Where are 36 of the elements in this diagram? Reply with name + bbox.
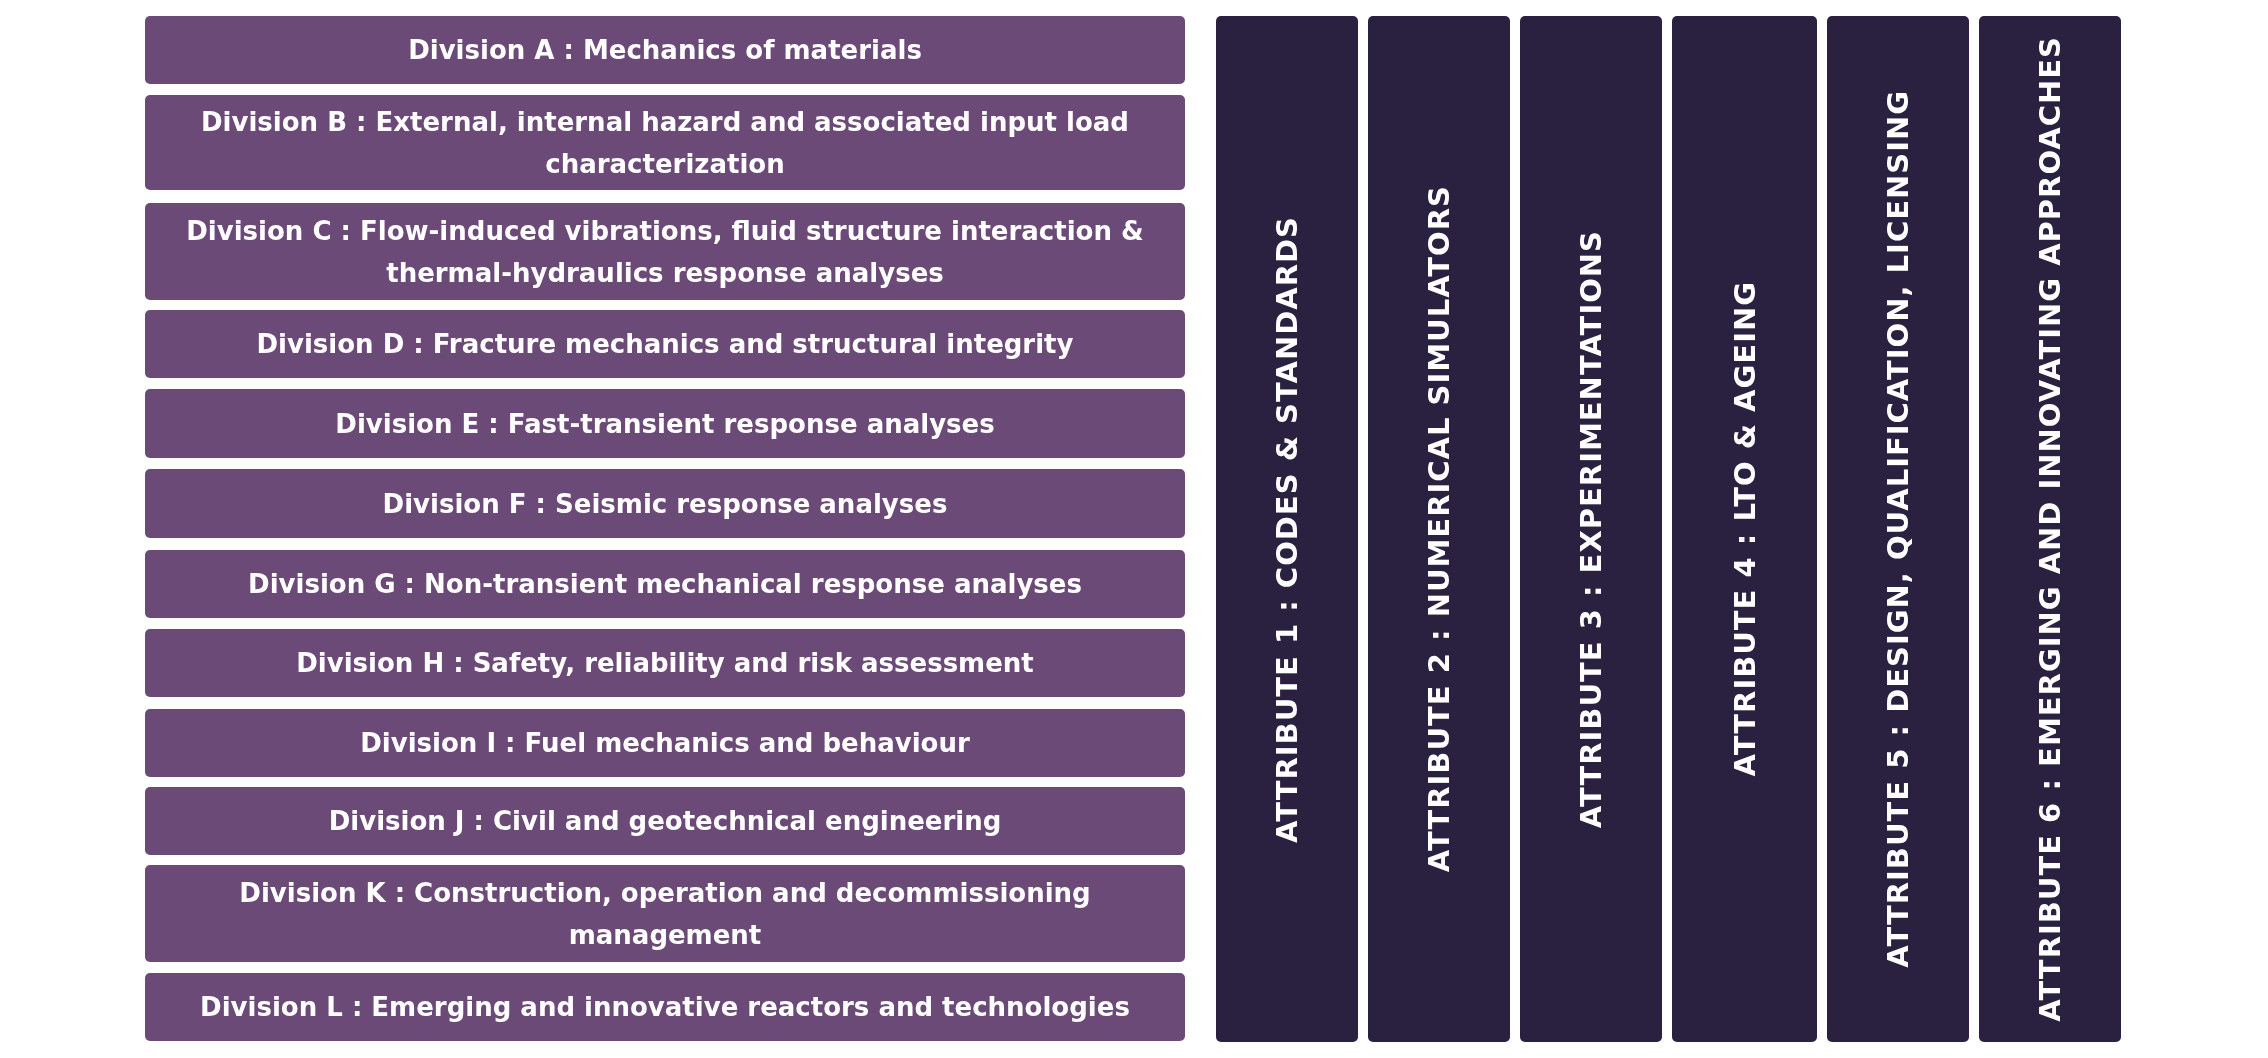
division-box [145,389,1185,458]
attribute-label: ATTRIBUTE 4 : LTO & AGEING [1727,281,1762,777]
attribute-label: ATTRIBUTE 3 : EXPERIMENTATIONS [1574,229,1608,829]
attribute-column [1216,16,1358,1042]
division-box [145,469,1185,538]
division-label: Division B : External, internal hazard and associated input load characterization [200,105,1130,181]
division-box [145,973,1185,1041]
attribute-column [1827,16,1969,1042]
division-label: Division F : Seismic response analyses [382,487,948,521]
division-label: Division D : Fracture mechanics and structural integrity [256,328,1074,361]
division-label: Division J : Civil and geotechnical engineering [328,805,1002,838]
attribute-label: ATTRIBUTE 6 : EMERGING AND INNOVATING APPROACHES [2033,36,2067,1022]
division-label: Division L : Emerging and innovative reactors and technologies [200,991,1130,1024]
attribute-label: ATTRIBUTE 2 : NUMERICAL SIMULATORS [1422,185,1456,873]
division-box [145,787,1185,855]
division-label: Division K : Construction, operation and decommissioning management [238,876,1092,952]
attribute-column [1520,16,1662,1042]
division-box [145,550,1185,618]
division-label: Division G : Non-transient mechanical response analyses [248,568,1082,601]
division-label: Division A : Mechanics of materials [408,34,922,67]
division-label: Division I : Fuel mechanics and behaviour [360,727,970,760]
attribute-label: ATTRIBUTE 5 : DESIGN, QUALIFICATION, LICENSING [1881,90,1915,968]
division-box [145,203,1185,300]
attribute-column [1979,16,2121,1042]
division-box [145,16,1185,84]
attribute-column [1672,16,1817,1042]
attribute-label: ATTRIBUTE 1 : CODES & STANDARDS [1270,215,1304,843]
division-label: Division C : Flow-induced vibrations, fluid structure interaction & thermal-hydraulics response analyses [185,214,1145,290]
division-box [145,95,1185,190]
division-box [145,865,1185,962]
attribute-column [1368,16,1510,1042]
division-box [145,310,1185,378]
division-label: Division E : Fast-transient response analyses [335,407,995,441]
division-label: Division H : Safety, reliability and risk assessment [296,647,1034,680]
division-box [145,629,1185,697]
division-box [145,709,1185,777]
